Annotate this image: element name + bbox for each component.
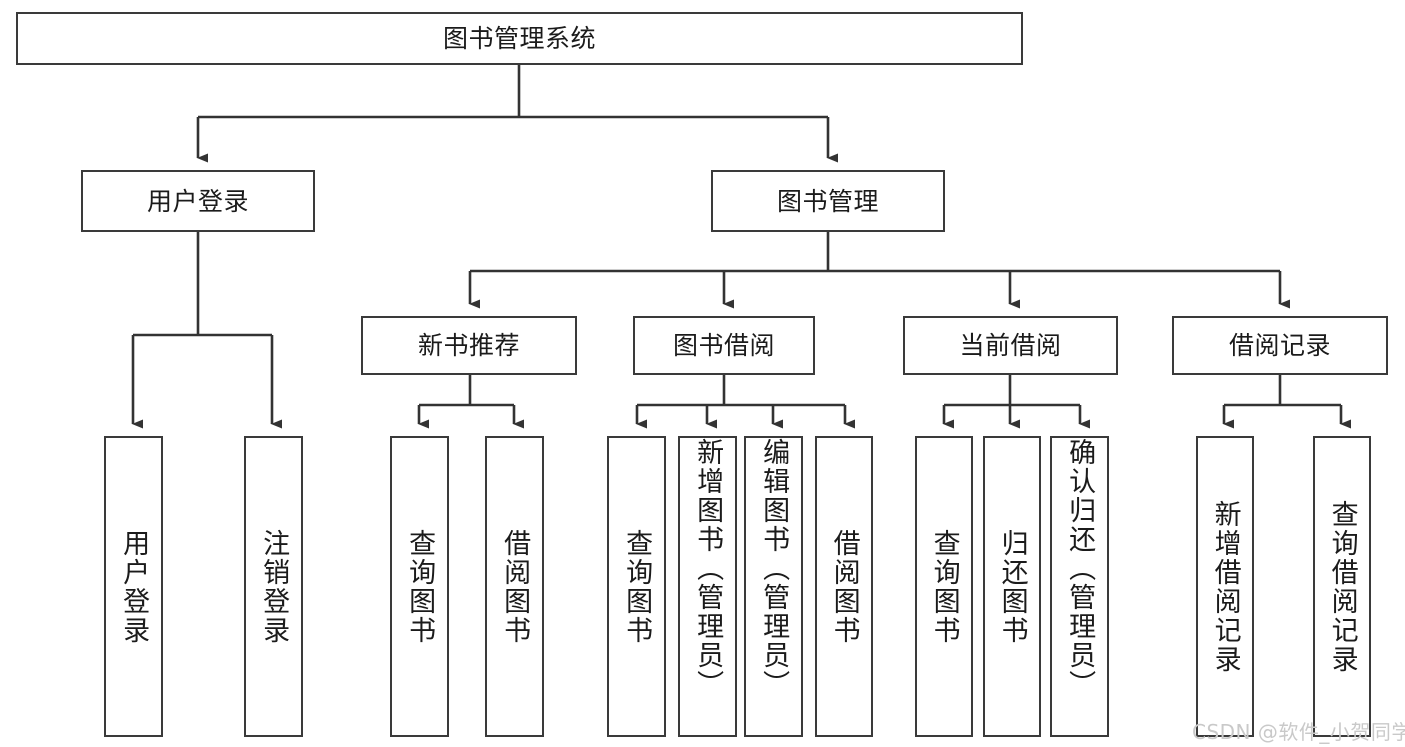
leaf-borrow-record-add[interactable]: 新增借阅记录 xyxy=(1196,436,1254,737)
node-label: 图书管理 xyxy=(776,186,879,216)
node-label: 用户登录 xyxy=(118,528,150,645)
node-label: 查询借阅记录 xyxy=(1326,499,1358,674)
node-label: 新书推荐 xyxy=(417,331,520,360)
node-label: 当前借阅 xyxy=(959,331,1062,360)
leaf-book-borrow-edit-admin[interactable]: 编辑图书（管理员） xyxy=(744,436,803,737)
node-root-book-management-system[interactable]: 图书管理系统 xyxy=(16,12,1023,65)
node-label: 借阅图书 xyxy=(828,528,860,645)
node-label: 新增图书（管理员） xyxy=(692,438,724,699)
node-book-management[interactable]: 图书管理 xyxy=(711,170,945,232)
node-label: 编辑图书（管理员） xyxy=(758,438,790,699)
node-label: 借阅记录 xyxy=(1228,331,1331,360)
node-current-borrow[interactable]: 当前借阅 xyxy=(903,316,1118,375)
node-label: 新增借阅记录 xyxy=(1209,499,1241,674)
csdn-watermark: CSDN @软件_小贺同学 xyxy=(1192,720,1405,744)
node-label: 确认归还（管理员） xyxy=(1064,438,1096,699)
leaf-current-borrow-confirm-admin[interactable]: 确认归还（管理员） xyxy=(1050,436,1109,737)
node-label: 用户登录 xyxy=(146,186,249,216)
node-book-borrow[interactable]: 图书借阅 xyxy=(633,316,815,375)
leaf-user-login-logout[interactable]: 注销登录 xyxy=(244,436,303,737)
node-label: 图书管理系统 xyxy=(442,24,596,53)
leaf-current-borrow-query[interactable]: 查询图书 xyxy=(915,436,973,737)
leaf-current-borrow-return[interactable]: 归还图书 xyxy=(983,436,1041,737)
node-label: 归还图书 xyxy=(996,528,1028,645)
node-label: 查询图书 xyxy=(621,528,653,645)
node-borrow-record[interactable]: 借阅记录 xyxy=(1172,316,1388,375)
node-label: 借阅图书 xyxy=(499,528,531,645)
node-label: 注销登录 xyxy=(258,528,290,645)
node-label: 查询图书 xyxy=(928,528,960,645)
node-label: 查询图书 xyxy=(404,528,436,645)
leaf-book-borrow-borrow[interactable]: 借阅图书 xyxy=(815,436,873,737)
node-user-login[interactable]: 用户登录 xyxy=(81,170,315,232)
leaf-borrow-record-query[interactable]: 查询借阅记录 xyxy=(1313,436,1371,737)
leaf-book-borrow-query[interactable]: 查询图书 xyxy=(607,436,666,737)
node-label: 图书借阅 xyxy=(672,331,775,360)
leaf-user-login-login[interactable]: 用户登录 xyxy=(104,436,163,737)
leaf-book-borrow-add-admin[interactable]: 新增图书（管理员） xyxy=(678,436,737,737)
node-new-book-recommend[interactable]: 新书推荐 xyxy=(361,316,577,375)
leaf-new-book-borrow[interactable]: 借阅图书 xyxy=(485,436,544,737)
leaf-new-book-query[interactable]: 查询图书 xyxy=(390,436,449,737)
